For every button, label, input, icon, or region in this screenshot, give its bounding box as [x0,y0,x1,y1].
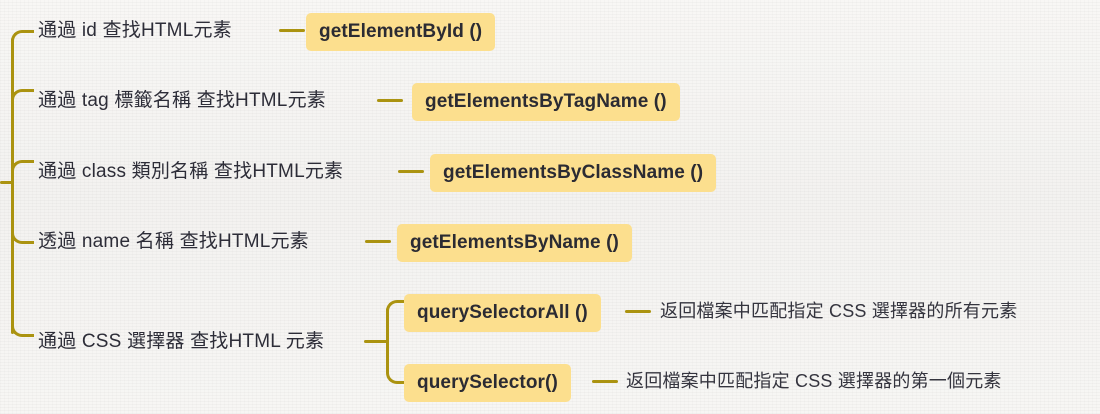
branch-elbow-3 [11,160,34,175]
subbranch-connector-stub [364,340,388,343]
branch-label-3: 通過 class 類別名稱 查找HTML元素 [38,161,344,182]
branch-elbow-5 [11,322,34,337]
branch-connector-4 [365,240,391,243]
method-badge-queryselectorall[interactable]: querySelectorAll () [404,294,601,332]
branch-elbow-2 [11,89,34,104]
branch-label-2: 通過 tag 標籤名稱 查找HTML元素 [38,90,326,111]
subbranch-elbow-bottom [386,370,407,384]
subbranch-trunk-line [386,308,389,374]
method-badge-getelementbyid[interactable]: getElementById () [306,13,496,51]
subbranch-description-2: 返回檔案中匹配指定 CSS 選擇器的第一個元素 [626,371,1002,391]
branch-elbow-1 [11,30,34,45]
subbranch-desc-connector-2 [592,380,618,383]
branch-label-5: 通過 CSS 選擇器 查找HTML 元素 [38,331,325,352]
root-trunk-line [11,38,14,334]
branch-elbow-4 [11,229,34,244]
branch-connector-2 [377,99,403,102]
root-connector-stub [0,181,14,184]
branch-label-1: 通過 id 查找HTML元素 [38,20,232,41]
method-badge-queryselector[interactable]: querySelector() [404,364,571,402]
method-badge-getelementsbyclassname[interactable]: getElementsByClassName () [430,154,717,192]
branch-connector-1 [279,29,305,32]
method-badge-getelementsbytagname[interactable]: getElementsByTagName () [412,83,680,121]
subbranch-elbow-top [386,300,407,314]
branch-connector-3 [398,170,424,173]
branch-label-4: 透過 name 名稱 查找HTML元素 [38,231,309,252]
method-badge-getelementsbyname[interactable]: getElementsByName () [397,224,632,262]
subbranch-desc-connector-1 [625,310,651,313]
subbranch-description-1: 返回檔案中匹配指定 CSS 選擇器的所有元素 [660,301,1018,321]
